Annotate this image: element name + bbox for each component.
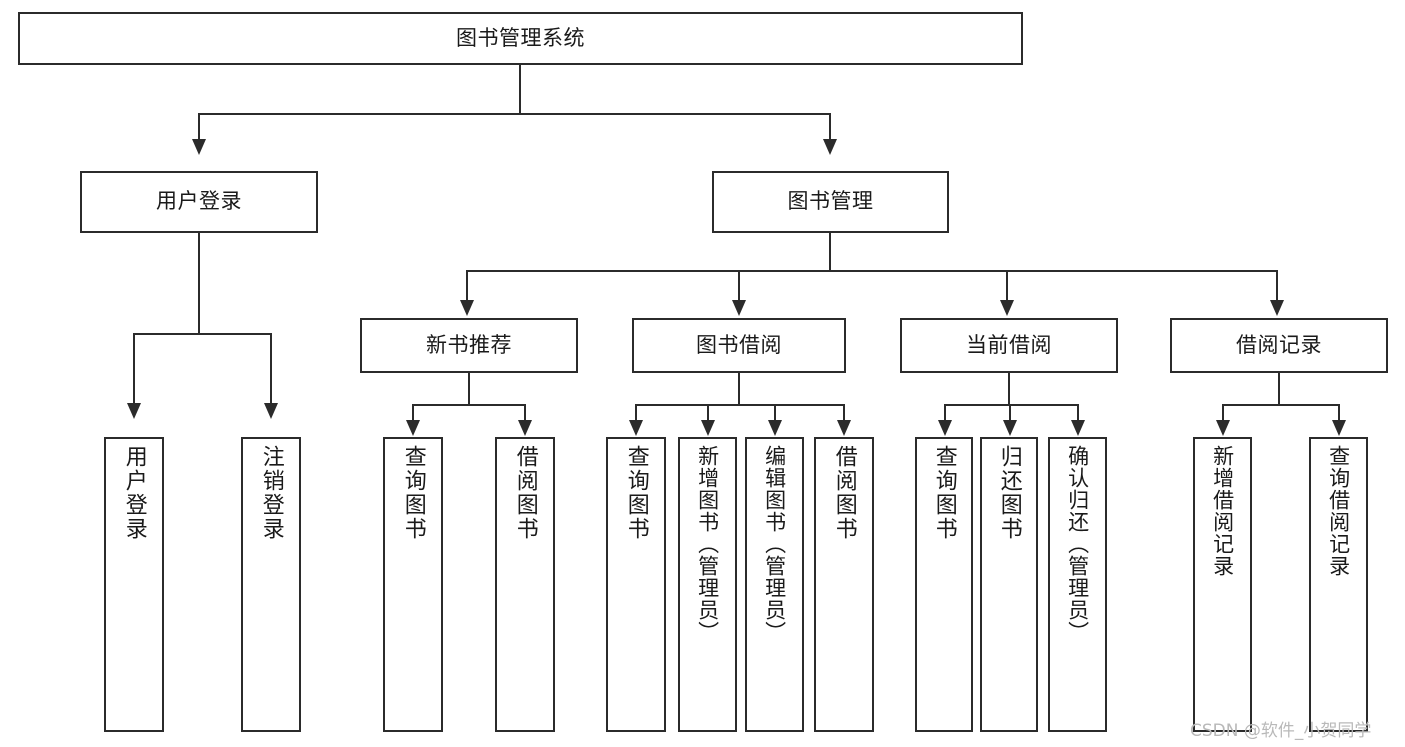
connector-new-book-bus [412,404,526,406]
node-branch-user-login-label: 用户登录 [156,189,242,214]
node-leaf-current-query-label: 查询图书 [931,445,957,541]
node-leaf-new-query[interactable]: 查询图书 [383,437,443,732]
node-leaf-record-query-label: 查询借阅记录 [1326,445,1351,577]
node-leaf-user-logout[interactable]: 注销登录 [241,437,301,732]
node-leaf-borrow-edit[interactable]: 编辑图书（管理员） [745,437,804,732]
node-root-label: 图书管理系统 [456,25,585,50]
connector-new-book-drop-2 [524,404,526,422]
arrow-to-book-manage [823,139,837,155]
node-root-book-management-system[interactable]: 图书管理系统 [18,12,1023,65]
node-leaf-current-return[interactable]: 归还图书 [980,437,1038,732]
connector-record-drop-2 [1338,404,1340,422]
arrow-to-leaf-current-return [1003,420,1017,436]
connector-new-book-stem [468,373,470,405]
connector-book-manage-stem [829,233,831,271]
node-leaf-borrow-add-label: 新增图书（管理员） [695,445,720,643]
connector-borrow-drop-4 [843,404,845,422]
node-leaf-user-login-label: 用户登录 [121,445,147,541]
connector-borrow-bus [635,404,845,406]
connector-level1-drop-right [829,113,831,141]
node-leaf-record-add-label: 新增借阅记录 [1210,445,1235,577]
connector-level2-drop-new-book [466,270,468,302]
connector-level1-bus [198,113,831,115]
arrow-to-leaf-borrow-lend [837,420,851,436]
node-leaf-new-query-label: 查询图书 [400,445,426,541]
connector-level2-drop-borrow [738,270,740,302]
node-leaf-current-confirm-label: 确认归还（管理员） [1065,445,1090,643]
node-leaf-record-add[interactable]: 新增借阅记录 [1193,437,1252,732]
node-leaf-current-query[interactable]: 查询图书 [915,437,973,732]
node-leaf-borrow-lend[interactable]: 借阅图书 [814,437,874,732]
node-group-current-label: 当前借阅 [966,332,1052,357]
node-leaf-current-return-label: 归还图书 [996,445,1022,541]
connector-level2-drop-current [1006,270,1008,302]
node-leaf-borrow-lend-label: 借阅图书 [831,445,857,541]
node-leaf-borrow-edit-label: 编辑图书（管理员） [762,445,787,643]
arrow-to-leaf-current-confirm [1071,420,1085,436]
connector-record-bus [1222,404,1340,406]
node-group-record[interactable]: 借阅记录 [1170,318,1388,373]
connector-borrow-drop-2 [707,404,709,422]
connector-user-login-stem [198,233,200,334]
connector-level2-drop-record [1276,270,1278,302]
arrow-to-leaf-new-borrow [518,420,532,436]
node-leaf-borrow-query[interactable]: 查询图书 [606,437,666,732]
arrow-to-group-new-book [460,300,474,316]
node-leaf-borrow-add[interactable]: 新增图书（管理员） [678,437,737,732]
connector-new-book-drop-1 [412,404,414,422]
arrow-to-group-borrow [732,300,746,316]
node-leaf-user-logout-label: 注销登录 [258,445,284,541]
arrow-to-leaf-user-login [127,403,141,419]
node-leaf-new-borrow[interactable]: 借阅图书 [495,437,555,732]
connector-current-bus [944,404,1079,406]
arrow-to-leaf-record-query [1332,420,1346,436]
node-leaf-current-confirm[interactable]: 确认归还（管理员） [1048,437,1107,732]
connector-current-stem [1008,373,1010,405]
connector-user-login-drop-2 [270,333,272,405]
connector-level1-drop-left [198,113,200,141]
connector-record-stem [1278,373,1280,405]
arrow-to-leaf-current-query [938,420,952,436]
arrow-to-leaf-new-query [406,420,420,436]
connector-level2-bus [466,270,1278,272]
node-branch-book-manage-label: 图书管理 [787,189,874,214]
node-branch-book-manage[interactable]: 图书管理 [712,171,949,233]
node-group-borrow[interactable]: 图书借阅 [632,318,846,373]
arrow-to-leaf-user-logout [264,403,278,419]
connector-root-stem [519,65,521,113]
connector-user-login-bus [133,333,270,335]
node-leaf-user-login[interactable]: 用户登录 [104,437,164,732]
connector-current-drop-2 [1009,404,1011,422]
arrow-to-group-current [1000,300,1014,316]
arrow-to-leaf-record-add [1216,420,1230,436]
arrow-to-leaf-borrow-edit [768,420,782,436]
connector-borrow-stem [738,373,740,405]
connector-record-drop-1 [1222,404,1224,422]
connector-user-login-drop-1 [133,333,135,405]
connector-borrow-drop-1 [635,404,637,422]
arrow-to-leaf-borrow-query [629,420,643,436]
node-group-record-label: 借阅记录 [1236,332,1322,357]
arrow-to-leaf-borrow-add [701,420,715,436]
node-group-borrow-label: 图书借阅 [696,332,782,357]
arrow-to-user-login [192,139,206,155]
node-group-new-book[interactable]: 新书推荐 [360,318,578,373]
node-group-current[interactable]: 当前借阅 [900,318,1118,373]
node-leaf-new-borrow-label: 借阅图书 [512,445,538,541]
node-group-new-book-label: 新书推荐 [426,332,512,357]
connector-current-drop-1 [944,404,946,422]
node-branch-user-login[interactable]: 用户登录 [80,171,318,233]
arrow-to-group-record [1270,300,1284,316]
node-leaf-borrow-query-label: 查询图书 [623,445,649,541]
connector-current-drop-3 [1077,404,1079,422]
node-leaf-record-query[interactable]: 查询借阅记录 [1309,437,1368,732]
connector-borrow-drop-3 [774,404,776,422]
